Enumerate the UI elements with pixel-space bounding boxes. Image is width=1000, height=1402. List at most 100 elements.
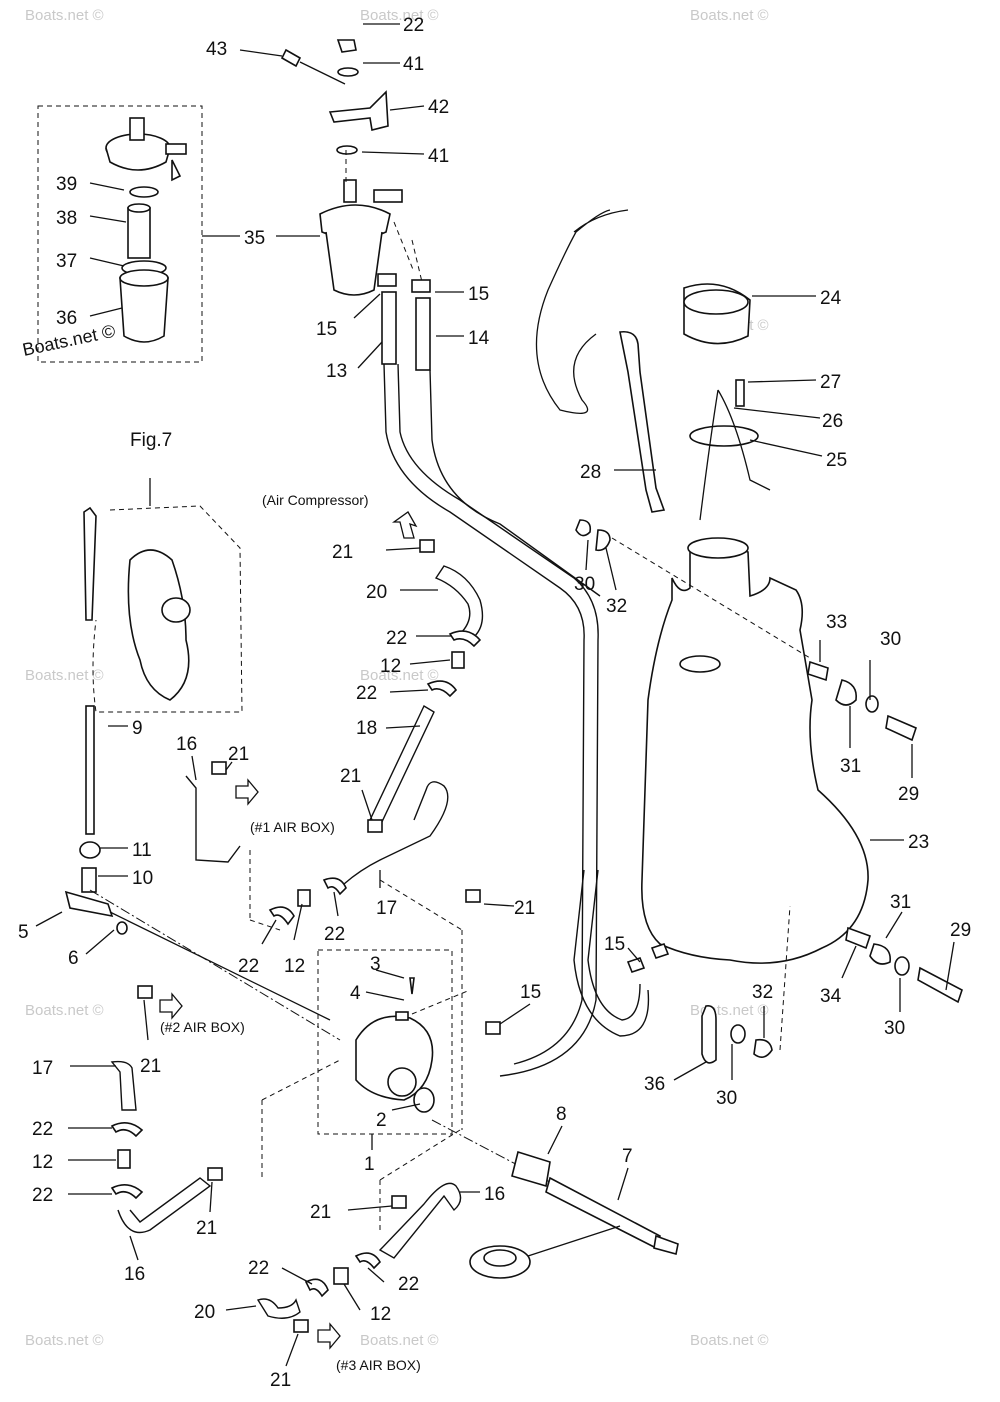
- callout: 9: [132, 718, 143, 739]
- callout: 15: [468, 284, 489, 305]
- watermark: Boats.net ©: [360, 1332, 439, 1349]
- callout: 8: [556, 1104, 567, 1125]
- callout: 10: [132, 868, 153, 889]
- air-box-1-arrow: [235, 778, 259, 806]
- callout: 30: [884, 1018, 905, 1039]
- callout: 1: [364, 1154, 375, 1175]
- callout: 30: [880, 629, 901, 650]
- watermark: Boats.net ©: [690, 7, 769, 24]
- callout: 3: [370, 954, 381, 975]
- callout: 31: [890, 892, 911, 913]
- watermark: Boats.net ©: [25, 1002, 104, 1019]
- direction-arrows: [159, 511, 418, 1350]
- callout: 14: [468, 328, 490, 349]
- callout: 22: [324, 924, 345, 945]
- callout: 43: [206, 39, 227, 60]
- watermark: Boats.net ©: [360, 667, 439, 684]
- callout: 16: [176, 734, 197, 755]
- callout: 18: [356, 718, 377, 739]
- callout: 6: [68, 948, 79, 969]
- callout: 12: [284, 956, 305, 977]
- callout: 16: [124, 1264, 145, 1285]
- callout: 28: [580, 462, 601, 483]
- hoses: [110, 363, 650, 1319]
- callout: 33: [826, 612, 847, 633]
- callout: 41: [403, 54, 424, 75]
- watermark: Boats.net ©: [25, 1332, 104, 1349]
- callout: 11: [132, 840, 152, 861]
- callout-labels: 22 41 43 42 41 39 38 37 36 35 15 15 14 1…: [18, 15, 971, 1391]
- callout: 23: [908, 832, 929, 853]
- callout: 12: [32, 1152, 53, 1173]
- callout: 15: [604, 934, 625, 955]
- callout: 17: [376, 898, 397, 919]
- air-compressor-arrow: [391, 511, 418, 539]
- caption-air-box-2: (#2 AIR BOX): [160, 1019, 245, 1035]
- watermark: Boats.net ©: [25, 667, 104, 684]
- fig7-parts: [79, 506, 191, 893]
- callout: 21: [332, 542, 353, 563]
- callout: 22: [403, 15, 424, 36]
- callout: 21: [140, 1056, 161, 1077]
- oil-pump-box: [317, 949, 453, 1135]
- fuel-filter-assembly: [280, 39, 431, 371]
- callout: 24: [820, 288, 842, 309]
- callout: 16: [484, 1184, 505, 1205]
- callout: 34: [820, 986, 842, 1007]
- callout: 32: [606, 596, 627, 617]
- callout: 21: [228, 744, 249, 765]
- callout: 27: [820, 372, 841, 393]
- watermark: Boats.net ©: [25, 7, 104, 24]
- callout: 2: [376, 1110, 387, 1131]
- callout: 26: [822, 411, 843, 432]
- callout: 36: [644, 1074, 665, 1095]
- figure-ref-label: Fig.7: [130, 430, 172, 451]
- drive-gear: [431, 1119, 679, 1279]
- callout: 7: [622, 1146, 633, 1167]
- callout: 35: [244, 228, 265, 249]
- callout: 20: [194, 1302, 215, 1323]
- callout: 31: [840, 756, 861, 777]
- callout: 15: [520, 982, 541, 1003]
- filter-group-box: [37, 105, 203, 363]
- callout: 20: [366, 582, 387, 603]
- callout: 36: [56, 308, 77, 329]
- callout: 12: [380, 656, 401, 677]
- callout: 32: [752, 982, 773, 1003]
- callout: 21: [310, 1202, 331, 1223]
- linkage-parts: [64, 889, 341, 1041]
- filter-exploded-parts: [105, 117, 187, 343]
- air-box-3-arrow: [317, 1322, 341, 1350]
- reference-lines: [249, 150, 471, 1232]
- fuel-tank-assembly: [535, 209, 963, 1064]
- callout: 22: [32, 1185, 53, 1206]
- callout: 30: [574, 574, 595, 595]
- callout: 21: [196, 1218, 217, 1239]
- callout: 22: [32, 1119, 53, 1140]
- callout: 22: [356, 683, 377, 704]
- caption-air-box-3: (#3 AIR BOX): [336, 1357, 421, 1373]
- callout: 17: [32, 1058, 53, 1079]
- caption-air-compressor: (Air Compressor): [262, 492, 369, 508]
- watermark: Boats.net ©: [690, 1332, 769, 1349]
- callout: 21: [270, 1370, 291, 1391]
- watermark: Boats.net ©: [360, 7, 439, 24]
- clamps: [110, 539, 670, 1333]
- callout: 37: [56, 251, 77, 272]
- callout: 21: [340, 766, 361, 787]
- callout: 5: [18, 922, 29, 943]
- callout: 12: [370, 1304, 391, 1325]
- callout: 21: [514, 898, 535, 919]
- callout: 29: [898, 784, 919, 805]
- callout: 41: [428, 146, 449, 167]
- callout: 13: [326, 361, 347, 382]
- callout: 38: [56, 208, 77, 229]
- fig7-box: [92, 505, 243, 713]
- callout: 39: [56, 174, 77, 195]
- oil-pump: [355, 977, 435, 1113]
- air-box-2-arrow: [159, 992, 183, 1020]
- leader-lines: [35, 23, 955, 1367]
- callout: 30: [716, 1088, 737, 1109]
